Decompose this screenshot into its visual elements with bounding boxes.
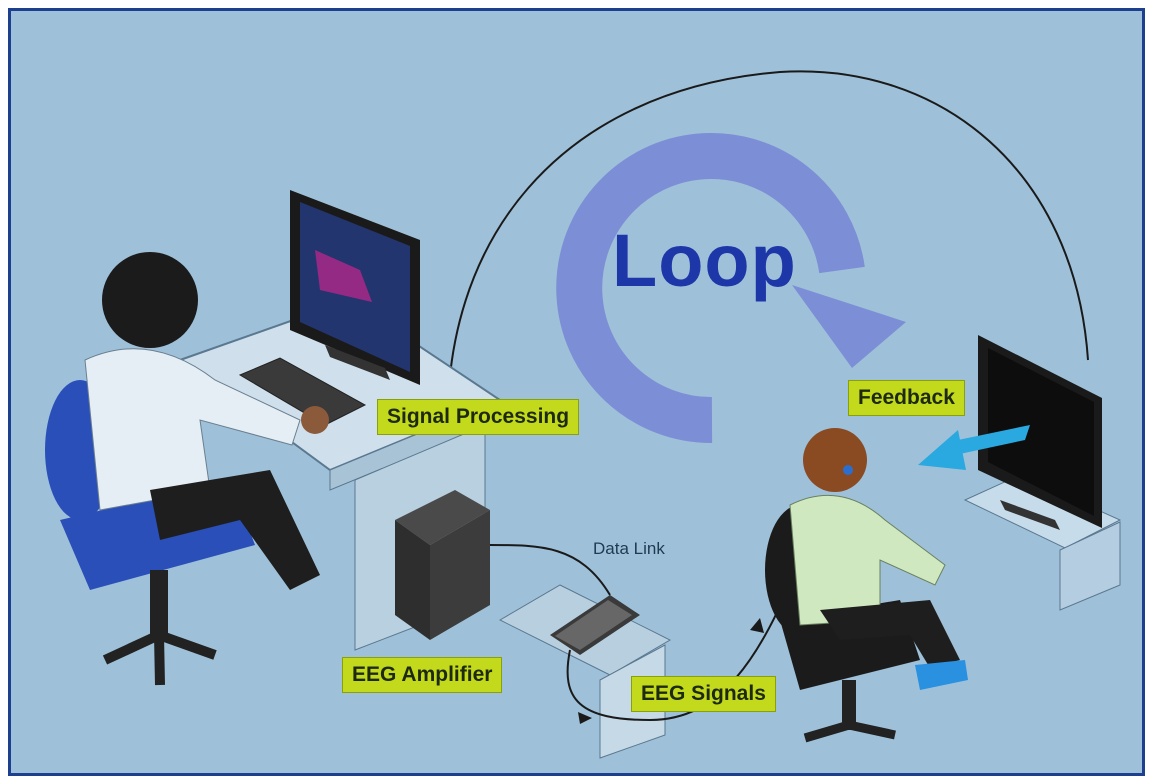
data-link-label: Data Link: [593, 539, 665, 558]
subject-monitor: [978, 335, 1102, 530]
operator-monitor: [290, 190, 420, 385]
feedback-label: Feedback: [848, 380, 965, 416]
amplifier-table: [498, 584, 672, 759]
operator-person: [84, 252, 329, 590]
keyboard: [238, 357, 367, 426]
eeg-amplifier-device: [550, 595, 640, 655]
computer-tower: [395, 490, 490, 640]
signal-processing-label: Signal Processing: [377, 399, 580, 435]
loop-arrow: [556, 133, 906, 444]
eeg-signals-label: EEG Signals: [631, 676, 776, 712]
subject-desk: [963, 474, 1122, 611]
feedback-arrow: [918, 425, 1030, 470]
data-link-line: [489, 544, 611, 596]
eeg-signal-cable: [566, 559, 801, 724]
eeg-amplifier-label: EEG Amplifier: [342, 657, 503, 693]
loop-title: Loop: [612, 219, 797, 302]
subject-person: [789, 428, 968, 690]
loop-connection-line: [446, 70, 1089, 441]
